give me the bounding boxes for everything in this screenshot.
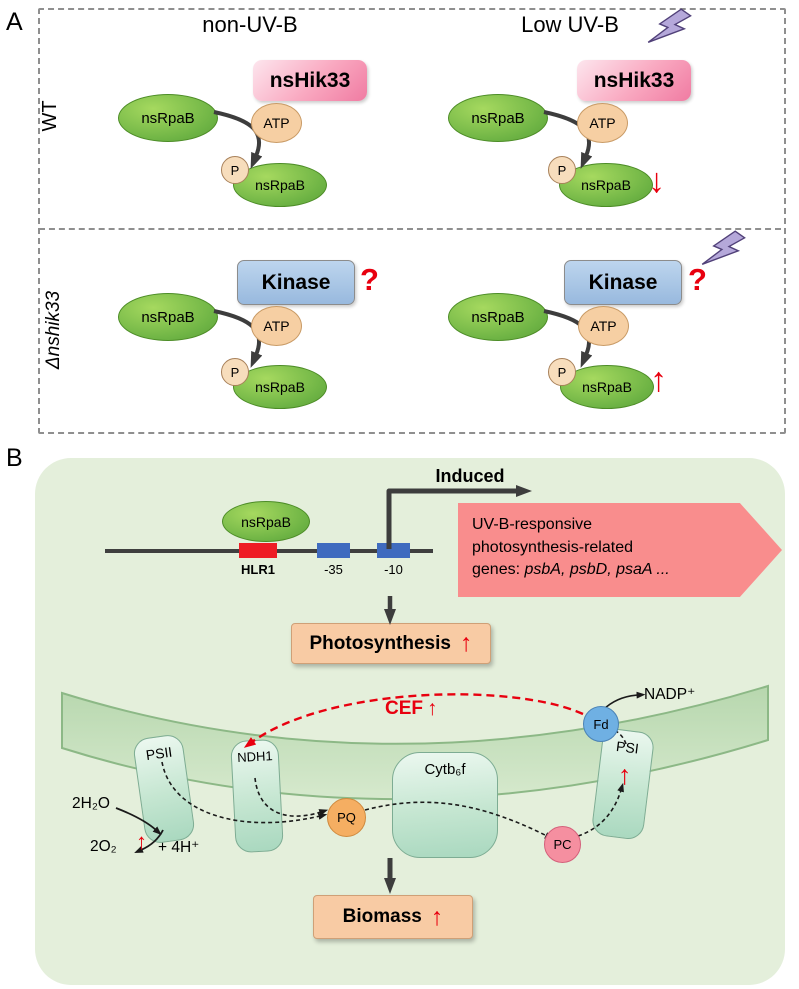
gene-box-line3: genes: psbA, psbD, psaA ... — [472, 559, 782, 582]
nadp-label: NADP⁺ — [644, 686, 696, 703]
header-non-uvb: non-UV-B — [202, 12, 298, 37]
phospho-label: P — [557, 364, 567, 380]
header-low-uvb: Low UV-B — [521, 12, 619, 37]
rpab-label: nsRpaB — [582, 379, 632, 395]
rpab-label: nsRpaB — [471, 308, 525, 326]
ndh1-complex: NDH1 — [230, 738, 284, 854]
kinase-label: Kinase — [261, 270, 331, 294]
rpab-label: nsRpaB — [241, 513, 291, 530]
phospho-label: P — [230, 162, 240, 178]
increase-arrow: ↑ — [459, 629, 473, 657]
rpab-label: nsRpaB — [141, 308, 195, 326]
increase-arrow: ↑ — [650, 361, 667, 399]
atp-label: ATP — [263, 318, 290, 334]
minus35-label: -35 — [324, 562, 343, 577]
panel-b-label: B — [6, 444, 23, 472]
oxygen-label: 2O₂ — [90, 838, 117, 855]
panel-a-label: A — [6, 8, 23, 36]
rpab-oval-phosphorylated: nsRpaB — [559, 163, 653, 207]
atp-label: ATP — [263, 115, 290, 131]
psi-label: PSI — [615, 737, 640, 757]
rpab-oval: nsRpaB — [448, 94, 548, 142]
rpab-label: nsRpaB — [255, 379, 305, 395]
atp-badge: ATP — [577, 103, 628, 143]
gene-box-genes-prefix: genes: — [472, 561, 525, 579]
photosynthesis-box: Photosynthesis ↑ — [291, 623, 491, 664]
atp-label: ATP — [589, 115, 616, 131]
pc-label: PC — [553, 837, 572, 852]
kinase-label: Kinase — [588, 270, 658, 294]
atp-label: ATP — [590, 318, 617, 334]
cytb6f-complex: Cytb₆f — [392, 752, 498, 858]
increase-arrow: ↑ — [430, 902, 444, 931]
pq-label: PQ — [337, 810, 356, 825]
phospho-badge: P — [221, 156, 249, 184]
hik33-box: nsHik33 — [577, 60, 691, 101]
biomass-box: Biomass ↑ — [313, 895, 473, 939]
rpab-label: nsRpaB — [581, 177, 631, 193]
fd-carrier: Fd — [583, 706, 619, 742]
hlr1-label: HLR1 — [241, 562, 275, 577]
cef-group: CEF ↑ — [385, 698, 438, 719]
biomass-label: Biomass — [342, 906, 422, 927]
hlr1-motif — [239, 543, 277, 558]
atp-badge: ATP — [578, 306, 629, 346]
gene-arrow-box: UV-B-responsive photosynthesis-related g… — [458, 503, 782, 597]
minus10-motif — [377, 543, 410, 558]
cytb6f-label: Cytb₆f — [424, 761, 466, 778]
water-label: 2H₂O — [72, 795, 110, 812]
rpab-label: nsRpaB — [471, 109, 525, 127]
phospho-badge: P — [221, 358, 249, 386]
gene-box-genes-list: psbA, psbD, psaA ... — [524, 561, 670, 579]
rpab-oval: nsRpaB — [448, 293, 548, 341]
phospho-label: P — [230, 364, 240, 380]
increase-arrow: ↑ — [136, 829, 147, 854]
rpab-oval: nsRpaB — [118, 293, 218, 341]
panel-a-divider — [39, 228, 781, 230]
pq-carrier: PQ — [327, 798, 366, 837]
photosynthesis-label: Photosynthesis — [309, 632, 451, 654]
minus35-motif — [317, 543, 350, 558]
gene-box-line2: photosynthesis-related — [472, 538, 633, 556]
atp-badge: ATP — [251, 103, 302, 143]
increase-arrow: ↑ — [618, 760, 632, 790]
question-mark: ? — [688, 262, 707, 297]
protons-label: + 4H⁺ — [158, 839, 200, 856]
increase-arrow: ↑ — [427, 697, 438, 720]
phospho-badge: P — [548, 358, 576, 386]
row-label-wt: WT — [38, 100, 61, 132]
phospho-badge: P — [548, 156, 576, 184]
kinase-box: Kinase — [564, 260, 682, 305]
row-label-mutant: Δnshik33 — [43, 290, 64, 370]
hik33-label: nsHik33 — [269, 68, 351, 92]
psii-label: PSII — [144, 743, 174, 764]
decrease-arrow: ↓ — [648, 162, 665, 200]
rpab-label: nsRpaB — [255, 177, 305, 193]
rpab-oval: nsRpaB — [222, 501, 310, 542]
rpab-label: nsRpaB — [141, 109, 195, 127]
fd-label: Fd — [593, 716, 609, 732]
question-mark: ? — [360, 262, 379, 297]
rpab-oval-phosphorylated: nsRpaB — [560, 365, 654, 409]
cef-label: CEF — [385, 698, 423, 719]
ndh1-label: NDH1 — [236, 748, 274, 765]
kinase-box: Kinase — [237, 260, 355, 305]
rpab-oval: nsRpaB — [118, 94, 218, 142]
hik33-label: nsHik33 — [593, 68, 675, 92]
induced-label: Induced — [435, 466, 505, 486]
gene-box-line1: UV-B-responsive — [472, 516, 593, 533]
minus10-label: -10 — [384, 562, 403, 577]
phospho-label: P — [557, 162, 567, 178]
hik33-box: nsHik33 — [253, 60, 367, 101]
pc-carrier: PC — [544, 826, 581, 863]
atp-badge: ATP — [251, 306, 302, 346]
